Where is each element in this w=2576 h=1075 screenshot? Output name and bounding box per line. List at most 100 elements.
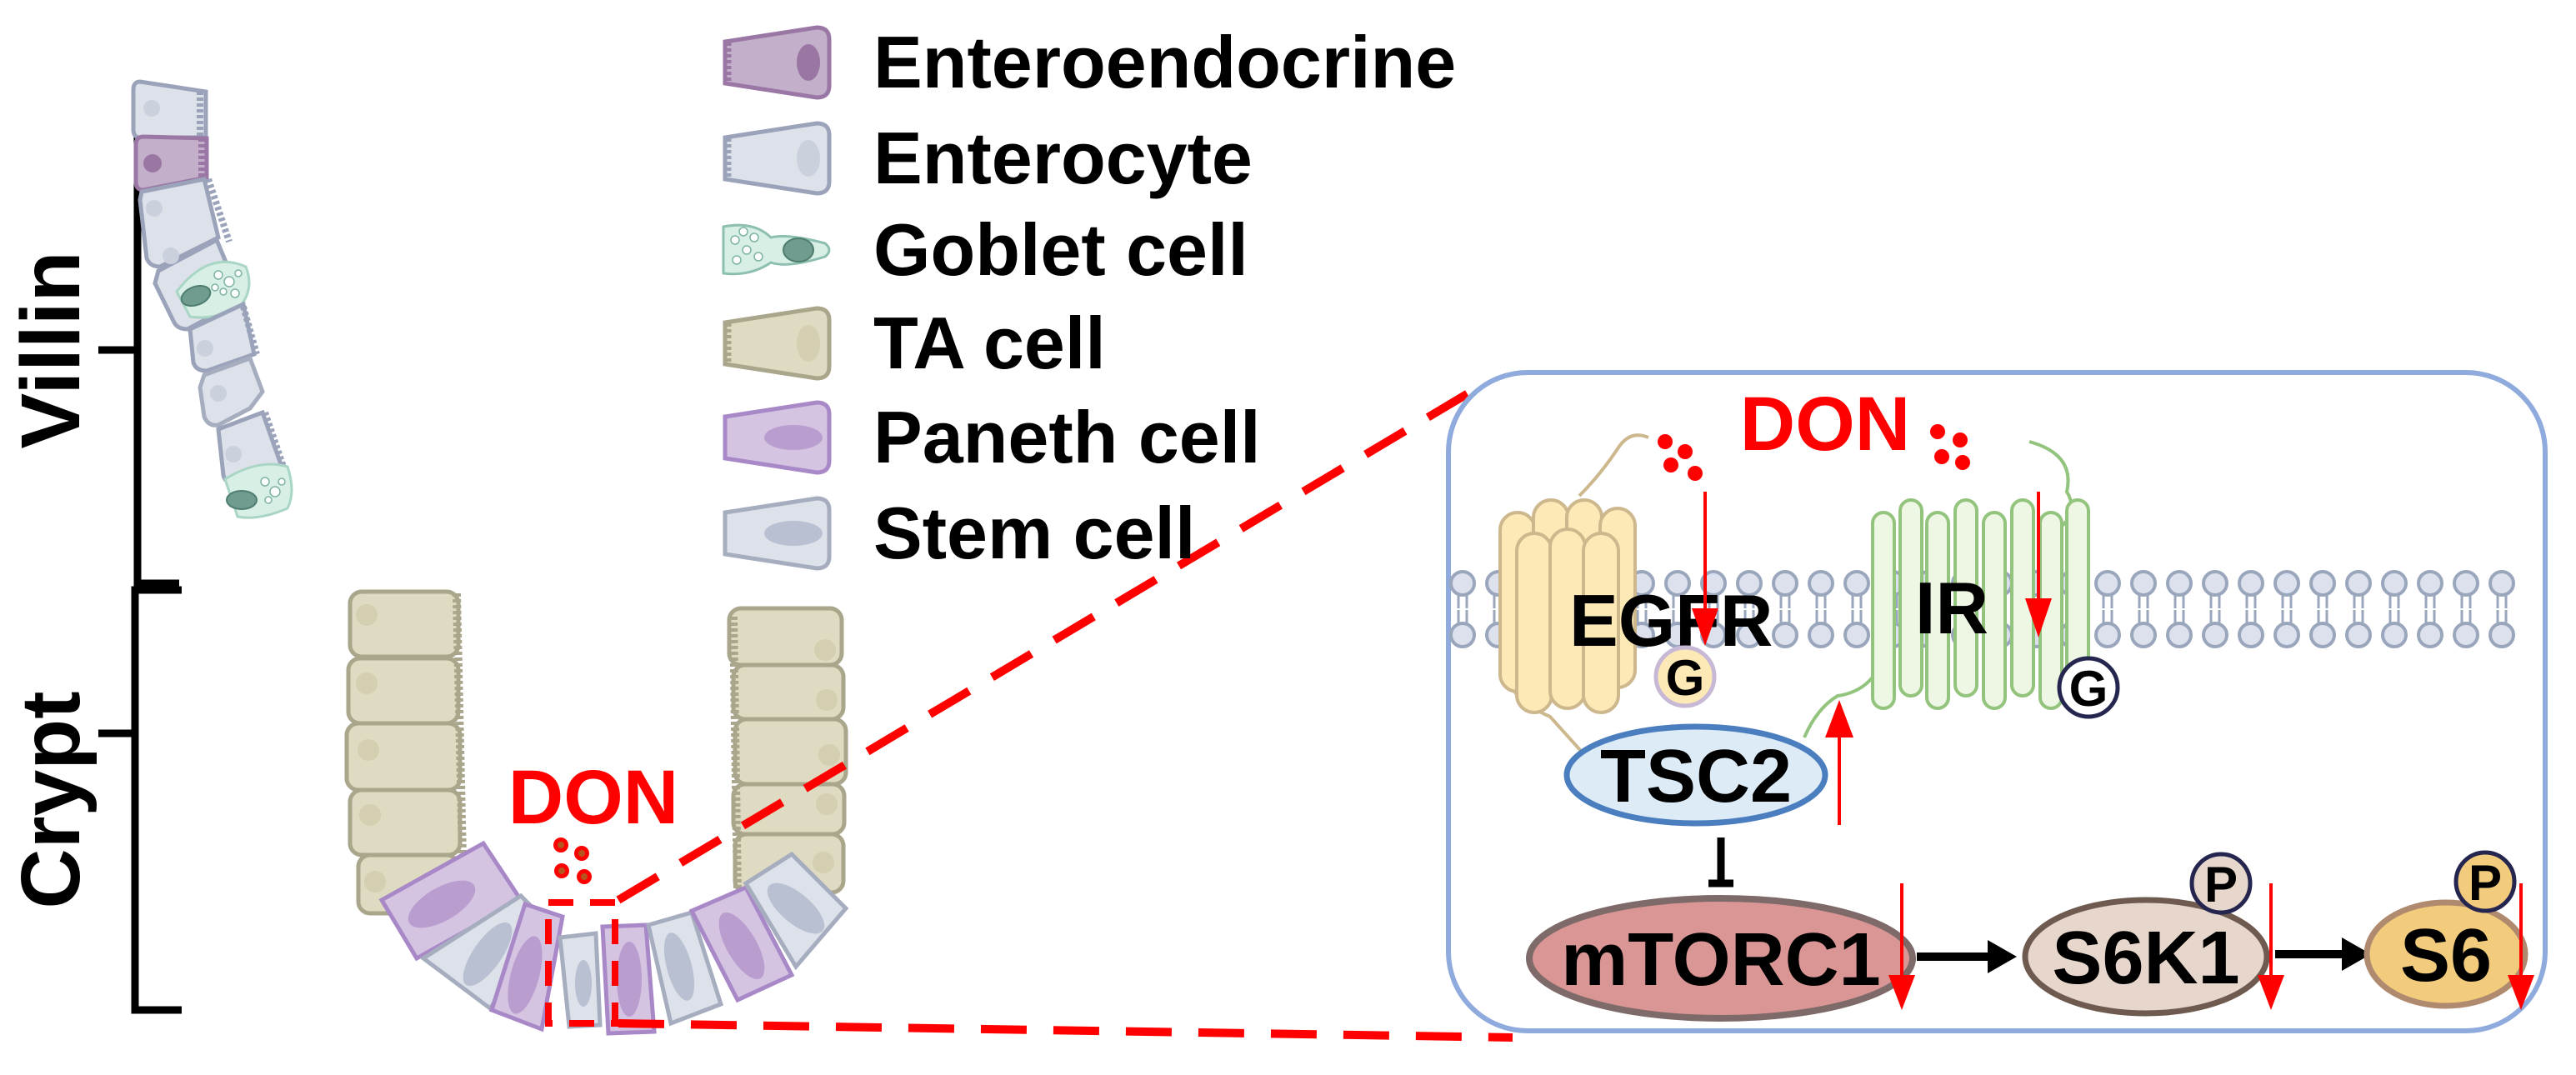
lipid-head [2202,622,2228,648]
tsc2-node: TSC2 [1563,723,1828,827]
stem-cell [743,851,849,971]
lipid-head [1700,570,1727,597]
egfr-glycan-badge: G [1653,645,1717,708]
s6-label: S6 [2400,914,2492,998]
lipid-tail [2460,610,2472,623]
lipid-head [2094,622,2121,648]
enterocyte-cell-icon [723,121,832,196]
lipid-head [1808,570,1834,597]
lipid-head [1772,622,1798,648]
lipid-head [1736,622,1763,648]
lipid-tail [1457,595,1468,608]
lipid-head [1449,622,1476,648]
lipid-tail [2245,595,2257,608]
mtorc1-down-arrow [1888,883,1915,1010]
legend-item: Enterocyte [723,117,1253,199]
lipid-head [2381,570,2408,597]
lipid-head [2381,622,2408,648]
lipid-tail [2209,595,2221,608]
lipid-tail [2173,610,2185,623]
lipid-tail [1815,595,1827,608]
paneth-cell [688,884,795,1003]
ir-label: IR [1915,567,1988,649]
lipid-head [2488,622,2515,648]
lipid-head [1808,622,1834,648]
lipid-head [1843,622,1870,648]
lipid-tail [2138,610,2149,623]
lipid-head [2488,570,2515,597]
villin-label: Villin [4,251,98,448]
don-molecules-ir [1930,424,1970,470]
legend-label: Goblet cell [873,208,1248,291]
lipid-head [2238,622,2264,648]
lipid-tail [1636,595,1648,608]
ir-helix [2010,498,2035,698]
lipid-head [2345,570,2372,597]
lipid-head [2202,570,2228,597]
ir-receptor [1803,440,2090,738]
ir-down-arrow [2025,492,2052,638]
lipid-tail [1672,595,1683,608]
pathway-panel: EGFR IR G G DON [1446,370,2548,1033]
egfr-down-arrow [1692,492,1718,646]
zoom-region-box [545,899,618,1027]
goblet-cell-icon [722,223,831,276]
crypt-don-label: DON [508,755,678,840]
lipid-tail [1779,610,1791,623]
legend-item: Enteroendocrine [723,21,1456,103]
paneth-cell-icon [723,400,832,475]
s6k1-label: S6K1 [2052,917,2239,1000]
lipid-tail [2209,610,2221,623]
lipid-head [2453,570,2479,597]
ir-helix [1953,498,1978,698]
lipid-head [1772,570,1798,597]
lipid-head [2273,622,2300,648]
lipid-tail [2281,595,2293,608]
ta-cell-icon [723,306,832,381]
lipid-tail [2388,610,2400,623]
lipid-tail [2317,595,2328,608]
stem-cell [646,909,724,1027]
lipid-tail [2281,610,2293,623]
mtorc1-to-s6k1-arrow [1917,940,2017,973]
ir-helix [1898,498,1923,698]
lipid-head [1843,570,1870,597]
ta-cells-right [727,606,848,895]
lipid-head [2166,622,2193,648]
tsc2-up-arrow [1825,700,1853,825]
lipid-head [1664,570,1691,597]
enterocyte-cell [138,177,221,269]
lipid-tail [2102,595,2113,608]
legend-item: Paneth cell [723,396,1261,478]
stem-cell [558,931,603,1029]
stem-cell-icon [723,496,832,571]
lipid-tail [1815,610,1827,623]
enterocyte-cell [198,355,265,428]
lipid-head [2417,570,2443,597]
s6k1-to-s6-arrow [2275,938,2371,971]
g-badge-text: G [2069,661,2108,717]
ir-helix [1871,511,1896,710]
lipid-tail [2138,595,2149,608]
legend-item: TA cell [723,302,1106,384]
crypt-epithelium: DON [344,589,849,1036]
egfr-label: EGFR [1569,579,1773,662]
pathway-don-label: DON [1740,382,1910,467]
crypt-label: Crypt [4,691,98,908]
goblet-cell [223,462,293,519]
lipid-tail [2460,595,2472,608]
lipid-tail [2173,595,2185,608]
legend-item: Stem cell [723,492,1195,574]
lipid-tail [2424,595,2436,608]
s6k1-phospho-badge: P [2189,852,2253,915]
legend-label: Enterocyte [873,117,1253,199]
egfr-helix [1582,532,1620,714]
legend-label: Stem cell [873,492,1195,574]
lipid-head [2238,570,2264,597]
paneth-cell [600,922,657,1036]
lipid-tail [2496,595,2508,608]
lipid-tail [2245,610,2257,623]
egfr-helix [1515,532,1553,714]
